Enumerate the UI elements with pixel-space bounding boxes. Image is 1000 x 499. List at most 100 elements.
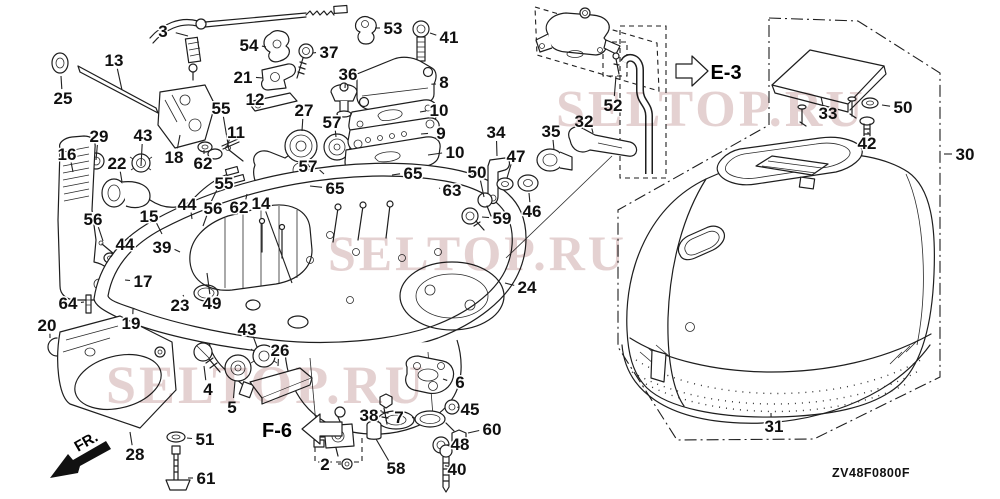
part-callout-33: 33	[819, 104, 838, 123]
part-callout-55: 55	[212, 99, 231, 118]
part-callout-9: 9	[436, 124, 445, 143]
part-callout-50: 50	[894, 98, 913, 117]
callout-leader-line	[391, 173, 401, 176]
engine-cover-group	[621, 49, 935, 424]
callout-leader-line	[97, 227, 104, 242]
part-callout-38: 38	[360, 406, 379, 425]
bottom-mount-parts	[57, 315, 467, 493]
part-callout-17: 17	[134, 272, 153, 291]
part-callout-22: 22	[108, 154, 127, 173]
callout-leader-line	[467, 429, 480, 434]
callout-leader-line	[60, 75, 63, 90]
callout-leader-line	[420, 132, 429, 135]
callout-leader-line	[70, 162, 74, 173]
part-callout-16: 16	[58, 145, 77, 164]
part-callout-25: 25	[54, 89, 73, 108]
part-callout-55: 55	[215, 174, 234, 193]
part-callout-14: 14	[252, 194, 271, 213]
part-callout-51: 51	[196, 430, 215, 449]
callout-leader-line	[129, 431, 133, 446]
callout-leader-line	[506, 164, 512, 179]
part-callout-65: 65	[404, 164, 423, 183]
part-callout-64: 64	[59, 294, 78, 313]
callout-leader-line	[334, 130, 337, 138]
part-callout-56: 56	[204, 199, 223, 218]
callout-leader-line	[261, 45, 267, 48]
part-callout-62: 62	[194, 154, 213, 173]
callout-leader-line	[190, 212, 193, 220]
part-callout-65: 65	[326, 179, 345, 198]
part-callout-27: 27	[295, 101, 314, 120]
callout-leader-line	[301, 118, 304, 132]
callout-leader-line	[479, 180, 485, 198]
callout-leader-line	[156, 223, 163, 235]
callout-leader-line	[203, 365, 207, 381]
part-callout-58: 58	[387, 459, 406, 478]
callout-leader-line	[206, 272, 211, 295]
part-callout-59: 59	[493, 209, 512, 228]
part-callout-37: 37	[320, 43, 339, 62]
part-callout-5: 5	[227, 398, 236, 417]
callout-leader-line	[182, 294, 185, 297]
part-callout-60: 60	[483, 420, 502, 439]
callout-leader-line	[429, 32, 437, 36]
callout-leader-line	[110, 249, 116, 258]
callout-leader-line	[252, 336, 258, 348]
part-callout-42: 42	[858, 134, 877, 153]
part-callout-30: 30	[956, 145, 975, 164]
callout-leader-line	[176, 134, 181, 149]
part-callout-49: 49	[203, 294, 222, 313]
callout-leader-line	[319, 169, 325, 175]
part-callout-53: 53	[384, 19, 403, 38]
callout-leader-line	[116, 68, 123, 91]
callout-leader-line	[419, 110, 427, 113]
part-callout-20: 20	[38, 316, 57, 335]
part-callout-26: 26	[271, 341, 290, 360]
e3-ref-label: E-3	[710, 62, 741, 84]
part-callout-61: 61	[197, 469, 216, 488]
part-callout-41: 41	[440, 28, 459, 47]
callout-leader-line	[174, 248, 181, 253]
part-callout-57: 57	[299, 157, 318, 176]
callout-leader-line	[186, 437, 193, 440]
reference-arrows: E-3 F-6 FR.	[50, 55, 743, 478]
part-callout-3: 3	[158, 22, 167, 41]
part-callout-63: 63	[443, 181, 462, 200]
part-callout-62: 62	[230, 198, 249, 217]
callout-leader-line	[140, 143, 143, 167]
e3-arrow-icon	[675, 55, 709, 87]
part-callout-10: 10	[446, 143, 465, 162]
callout-leader-line	[202, 215, 208, 227]
callout-leader-line	[124, 279, 131, 282]
part-callout-13: 13	[105, 51, 124, 70]
part-callout-4: 4	[203, 380, 213, 399]
callout-leader-line	[481, 216, 490, 219]
part-callout-29: 29	[90, 127, 109, 146]
part-callout-43: 43	[238, 320, 257, 339]
part-callout-48: 48	[451, 435, 470, 454]
callout-leader-line	[375, 438, 390, 461]
callout-leader-line	[265, 211, 293, 284]
part-callout-44: 44	[116, 235, 135, 254]
drawing-code: ZV48F0800F	[832, 466, 910, 480]
callout-leader-line	[504, 282, 515, 286]
part-callout-47: 47	[507, 147, 526, 166]
part-callout-39: 39	[153, 238, 172, 257]
part-callout-43: 43	[134, 126, 153, 145]
callout-leader-line	[528, 192, 531, 203]
part-callout-36: 36	[339, 65, 358, 84]
part-callout-23: 23	[171, 296, 190, 315]
callout-leader-line	[438, 187, 441, 189]
callout-leader-line	[232, 380, 236, 399]
part-callout-40: 40	[448, 460, 467, 479]
part-callout-45: 45	[461, 400, 480, 419]
case-lock-lever-group	[461, 126, 638, 231]
part-callout-52: 52	[604, 96, 623, 115]
throttle-cable-assembly	[149, 4, 430, 162]
part-callout-44: 44	[178, 195, 197, 214]
callout-leader-line	[881, 104, 891, 107]
part-callout-50: 50	[468, 163, 487, 182]
part-callout-28: 28	[126, 445, 145, 464]
callout-leader-line	[175, 32, 189, 37]
